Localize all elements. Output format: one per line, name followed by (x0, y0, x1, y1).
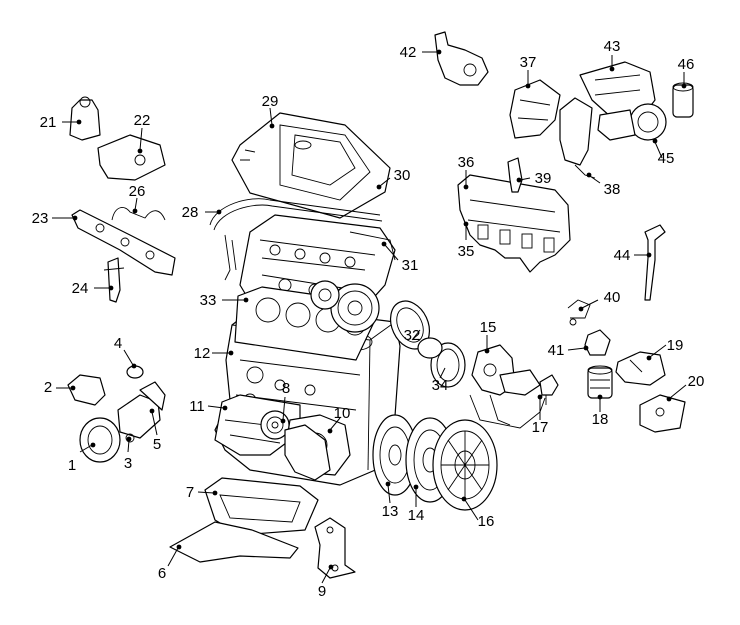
callout-4: 4 (114, 335, 122, 352)
injection-pump (284, 424, 331, 481)
callout-20: 20 (688, 373, 705, 390)
thermostat-housing (584, 329, 611, 356)
callout-45: 45 (658, 150, 675, 167)
callout-16: 16 (478, 513, 495, 530)
callout-40: 40 (604, 289, 621, 306)
callout-10: 10 (334, 405, 351, 422)
callout-32: 32 (404, 327, 421, 344)
callout-12: 12 (194, 345, 211, 362)
callout-9: 9 (318, 583, 326, 600)
heat-shield (509, 79, 561, 139)
callout-22: 22 (134, 112, 151, 129)
callout-37: 37 (520, 54, 537, 71)
outlet-pipe (489, 394, 511, 426)
catalytic-converter (559, 97, 596, 179)
valve-cover (231, 112, 391, 219)
vacuum-pump (434, 31, 489, 86)
callout-21: 21 (40, 114, 57, 131)
elbow-2 (67, 374, 106, 406)
injector (103, 257, 125, 303)
callout-2: 2 (44, 379, 52, 396)
callout-42: 42 (400, 44, 417, 61)
injector-pipe (111, 207, 166, 221)
bracket-22 (97, 134, 166, 181)
turbocharger (597, 103, 667, 141)
engine-mount-21 (69, 96, 101, 141)
water-housing (469, 344, 546, 429)
callout-labels: 1 2 3 4 5 6 7 8 9 10 11 12 13 14 15 16 1… (32, 38, 705, 600)
callout-3: 3 (124, 455, 132, 472)
callout-18: 18 (592, 411, 609, 428)
mount-bracket-9 (314, 517, 356, 579)
sensor-39 (507, 157, 523, 193)
callout-29: 29 (262, 93, 279, 110)
callout-31: 31 (402, 257, 419, 274)
callout-17: 17 (532, 419, 549, 436)
crank-pulley (260, 410, 290, 440)
clutch-cover (432, 419, 498, 511)
callout-7: 7 (186, 484, 194, 501)
callout-15: 15 (480, 319, 497, 336)
leader-lines (52, 49, 687, 584)
callout-13: 13 (382, 503, 399, 520)
callout-41: 41 (548, 342, 565, 359)
callout-39: 39 (535, 170, 552, 187)
callout-24: 24 (72, 280, 89, 297)
callout-44: 44 (614, 247, 631, 264)
callout-26: 26 (129, 183, 146, 200)
callout-11: 11 (189, 398, 205, 415)
timing-belt (389, 300, 466, 388)
callout-5: 5 (153, 436, 161, 453)
callout-46: 46 (678, 56, 695, 73)
callout-23: 23 (32, 210, 49, 227)
callout-14: 14 (408, 507, 425, 524)
sensor-17 (539, 374, 559, 405)
callout-43: 43 (604, 38, 621, 55)
callout-1: 1 (68, 457, 76, 474)
callout-34: 34 (432, 377, 449, 394)
callout-35: 35 (458, 243, 475, 260)
callout-33: 33 (200, 292, 217, 309)
callout-36: 36 (458, 154, 475, 171)
water-pump-assembly (79, 381, 166, 463)
mount-20 (639, 394, 686, 433)
callout-6: 6 (158, 565, 166, 582)
oil-filter (587, 365, 613, 399)
callout-38: 38 (604, 181, 621, 198)
dipstick-tube (644, 224, 666, 301)
sensor-40 (567, 299, 591, 326)
bracket-19 (615, 351, 666, 386)
fuel-rail (71, 209, 176, 276)
under-tray (169, 521, 299, 563)
callout-8: 8 (282, 380, 290, 397)
cam-pulley (310, 280, 380, 333)
exhaust-manifold (457, 174, 571, 273)
turbo-shield (579, 61, 656, 121)
callout-30: 30 (394, 167, 411, 184)
callout-19: 19 (667, 337, 684, 354)
callout-28: 28 (182, 204, 199, 221)
breather-pipes (209, 198, 396, 281)
